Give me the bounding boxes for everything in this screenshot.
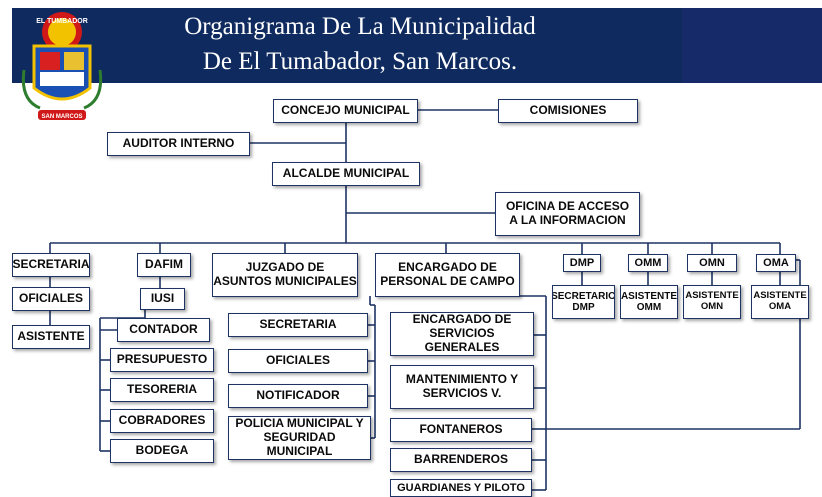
node-asistente: ASISTENTE (12, 325, 90, 349)
node-secretaria: SECRETARIA (12, 253, 90, 277)
node-juzgado-secretaria: SECRETARIA (228, 313, 368, 337)
node-dafim: DAFIM (137, 253, 191, 277)
node-dmp: DMP (563, 254, 601, 272)
node-policia-municipal: POLICIA MUNICIPAL Y SEGURIDAD MUNICIPAL (228, 416, 371, 460)
node-asistente-oma: ASISTENTE OMA (751, 285, 809, 319)
node-servicios-generales: ENCARGADO DE SERVICIOS GENERALES (390, 312, 534, 356)
node-presupuesto: PRESUPUESTO (110, 348, 214, 372)
page-title-line-1: Organigrama De La Municipalidad (184, 13, 536, 40)
node-omm: OMM (628, 254, 668, 272)
node-barrenderos: BARRENDEROS (390, 448, 532, 472)
node-oficiales: OFICIALES (12, 287, 90, 311)
node-alcalde-municipal: ALCALDE MUNICIPAL (272, 162, 420, 186)
node-juzgado-oficiales: OFICIALES (228, 349, 368, 373)
page-title-line-2: De El Tumabador, San Marcos. (202, 48, 518, 75)
node-asistente-omm: ASISTENTE OMM (620, 285, 678, 319)
node-juzgado-asuntos-municipales: JUZGADO DE ASUNTOS MUNICIPALES (212, 253, 358, 297)
node-oficina-acceso-informacion: OFICINA DE ACCESO A LA INFORMACION (495, 192, 640, 236)
node-omn: OMN (687, 254, 737, 272)
node-cobradores: COBRADORES (110, 409, 214, 433)
banner-accent (682, 8, 822, 83)
svg-text:EL TUMBADOR: EL TUMBADOR (36, 18, 88, 25)
node-bodega: BODEGA (110, 439, 214, 463)
node-fontaneros: FONTANEROS (390, 418, 532, 442)
node-asistente-omn: ASISTENTE OMN (683, 285, 741, 319)
svg-text:SAN MARCOS: SAN MARCOS (41, 114, 82, 120)
node-notificador: NOTIFICADOR (228, 384, 368, 408)
municipal-crest-logo: EL TUMBADOR SAN MARCOS (21, 12, 103, 120)
node-auditor-interno: AUDITOR INTERNO (107, 132, 250, 156)
node-comisiones: COMISIONES (498, 99, 638, 123)
node-contador: CONTADOR (117, 318, 210, 342)
node-concejo-municipal: CONCEJO MUNICIPAL (273, 99, 418, 123)
node-guardianes-piloto: GUARDIANES Y PILOTO (390, 479, 532, 497)
node-secretario-dmp: SECRETARIO DMP (552, 285, 615, 319)
node-iusi: IUSI (140, 288, 185, 310)
node-tesoreria: TESORERIA (110, 378, 214, 402)
node-oma: OMA (756, 254, 796, 272)
node-mantenimiento: MANTENIMIENTO Y SERVICIOS V. (390, 365, 534, 409)
node-encargado-personal-campo: ENCARGADO DE PERSONAL DE CAMPO (375, 253, 520, 297)
